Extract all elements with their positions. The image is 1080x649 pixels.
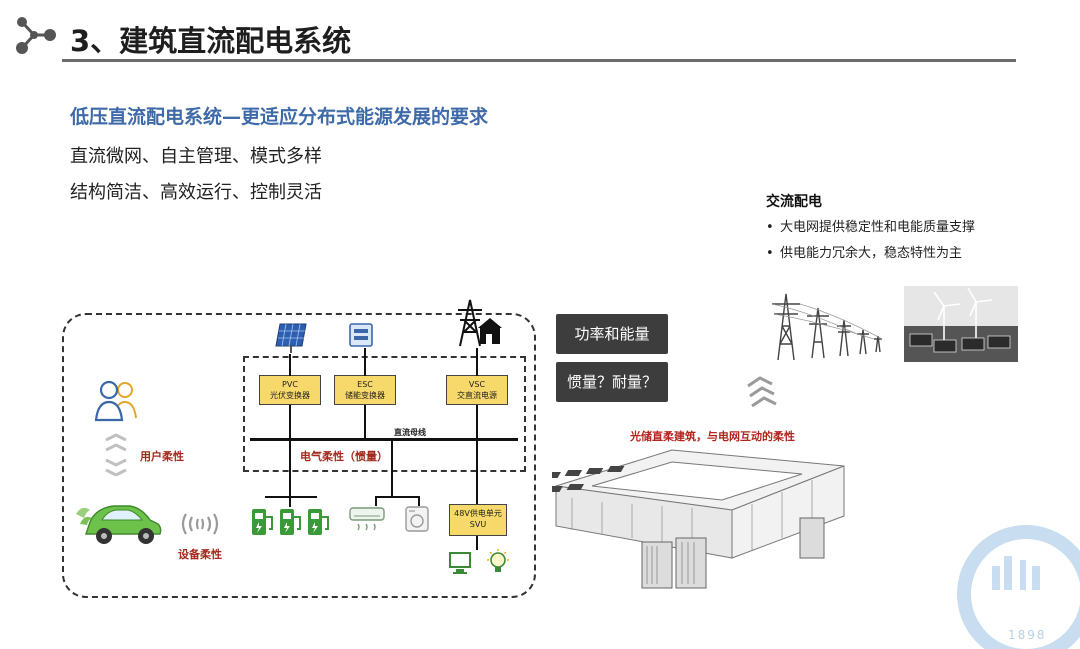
ev-charger-icon: [308, 509, 329, 535]
grid-tower-icon: [458, 299, 502, 347]
converter-group-boundary: [243, 356, 526, 472]
dc-bus-line: [250, 438, 518, 441]
user-flex-label: 用户柔性: [140, 450, 184, 463]
feeder-line: [476, 441, 478, 505]
converter-name: 光伏变换器: [270, 391, 310, 400]
building-caption: 光储直柔建筑，与电网互动的柔性: [630, 430, 795, 443]
feeder-line: [289, 405, 291, 439]
converter-box-esc: ESC 储能变换器: [334, 375, 396, 405]
svu-line1: 48V供电单元: [454, 509, 502, 518]
bullet-marker: •: [766, 220, 774, 235]
light-bulb-icon: [487, 549, 509, 572]
battery-storage-icon: [349, 323, 373, 347]
converter-code: VSC: [468, 380, 486, 389]
converter-name: 储能变换器: [345, 391, 385, 400]
dc-bus-label: 直流母线: [394, 428, 426, 437]
feeder-line: [375, 496, 377, 506]
converter-name: 交直流电源: [457, 391, 497, 400]
watermark-year: 1898: [1008, 628, 1047, 642]
feeder-line: [476, 536, 478, 550]
feeder-line: [418, 496, 420, 506]
transmission-tower-image: [760, 286, 892, 362]
ac-heading: 交流配电: [766, 194, 822, 210]
chevron-stack-icon: [105, 433, 127, 476]
feeder-line: [289, 441, 291, 507]
page-title: 3、建筑直流配电系统: [70, 24, 352, 58]
device-flex-label: 设备柔性: [178, 548, 222, 561]
solar-wind-image: [904, 286, 1018, 362]
section-subtitle: 低压直流配电系统—更适应分布式能源发展的要求: [70, 106, 489, 128]
bullet-marker: •: [766, 246, 774, 261]
feeder-line: [289, 354, 291, 376]
title-divider: [62, 59, 1016, 62]
inertia-button[interactable]: 惯量？耐量？: [556, 362, 668, 402]
ac-bullet-item: • 大电网提供稳定性和电能质量支撑: [766, 216, 975, 235]
converter-code: PVC: [282, 380, 298, 389]
feeder-line: [391, 441, 393, 497]
ac-bullet-item: • 供电能力冗余大，稳态特性为主: [766, 242, 962, 261]
solar-panel-icon: [275, 323, 307, 353]
ac-bullet-text: 大电网提供稳定性和电能质量支撑: [780, 220, 976, 235]
intro-line-2: 结构简洁、高效运行、控制灵活: [70, 182, 322, 203]
intro-line-1: 直流微网、自主管理、模式多样: [70, 146, 322, 167]
university-watermark-logo: [957, 525, 1080, 649]
power-energy-button[interactable]: 功率和能量: [556, 314, 668, 354]
signal-wave-icon: [181, 513, 219, 535]
building-illustration: [552, 449, 845, 589]
feeder-line: [364, 405, 366, 439]
feeder-line: [375, 496, 419, 498]
ev-charger-icon: [252, 509, 273, 535]
washing-machine-icon: [405, 506, 429, 532]
feeder-line: [476, 405, 478, 439]
converter-box-vsc: VSC 交直流电源: [446, 375, 508, 405]
computer-icon: [449, 552, 471, 574]
svu-box: 48V供电单元 SVU: [449, 504, 507, 536]
users-icon: [94, 380, 137, 422]
converter-code: ESC: [357, 380, 373, 389]
svu-line2: SVU: [469, 520, 487, 529]
electric-car-icon: [76, 505, 162, 544]
ac-bullet-text: 供电能力冗余大，稳态特性为主: [780, 246, 963, 261]
feeder-line: [476, 348, 478, 376]
ev-charger-icon: [280, 509, 301, 535]
signal-chevrons-icon: [747, 376, 777, 408]
air-conditioner-icon: [349, 507, 385, 531]
feeder-line: [265, 496, 317, 498]
feeder-line: [364, 348, 366, 376]
share-icon: [16, 17, 56, 54]
electric-flex-label: 电气柔性（惯量）: [300, 450, 388, 463]
microgrid-boundary: [62, 313, 536, 598]
converter-box-pvc: PVC 光伏变换器: [259, 375, 321, 405]
